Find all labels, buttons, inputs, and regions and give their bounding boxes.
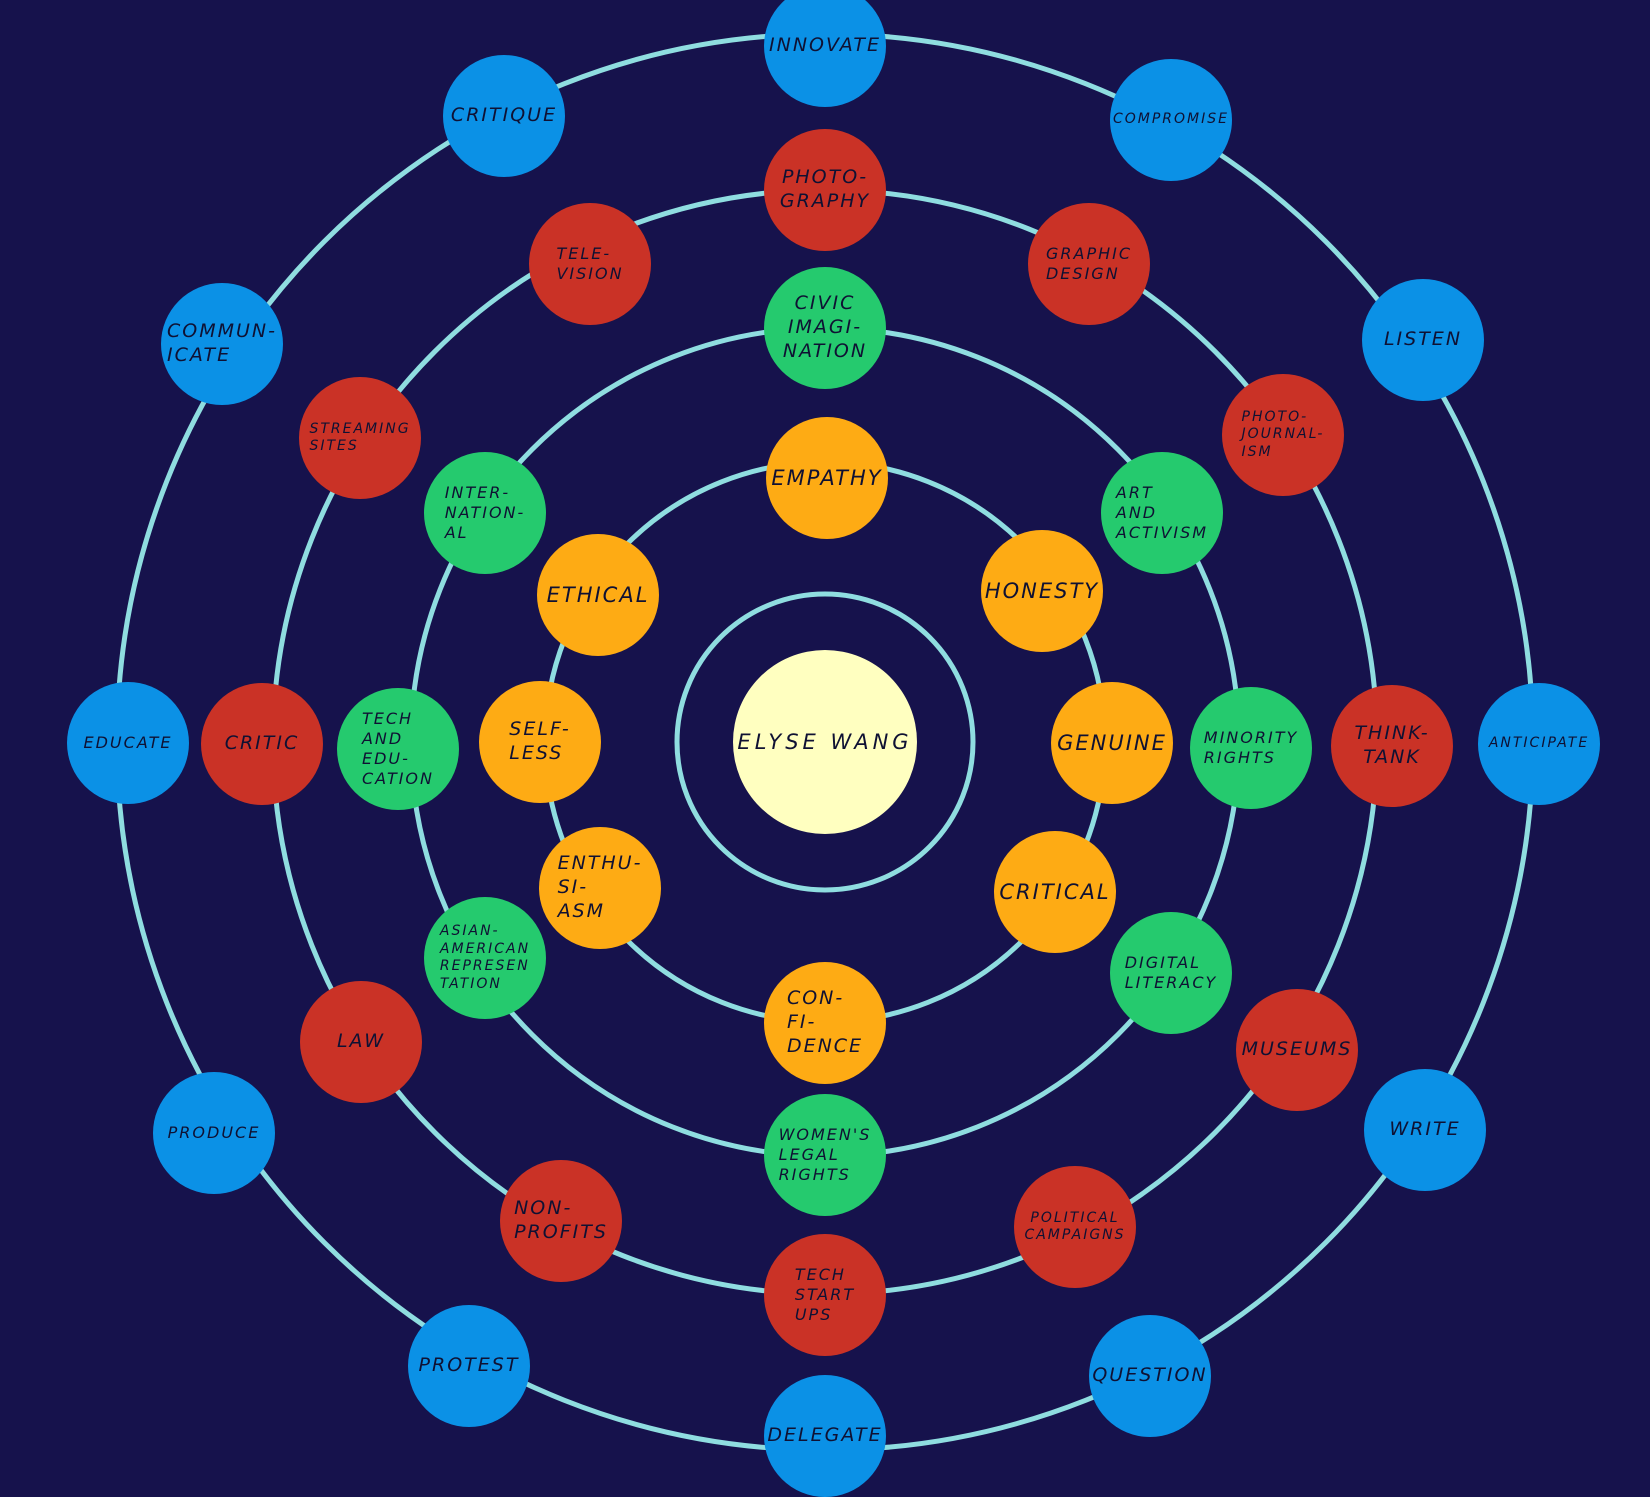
skill-label: INNOVATE	[769, 34, 881, 57]
industry-label: PHOTO- GRAPHY	[779, 166, 871, 212]
topic-node-digital-literacy: DIGITAL LITERACY	[1110, 912, 1232, 1034]
skill-label: PRODUCE	[167, 1123, 261, 1142]
center-name-node: ELYSE WANG	[733, 650, 917, 834]
value-node-confidence: CON- FI- DENCE	[764, 962, 886, 1084]
skill-node-innovate: INNOVATE	[764, 0, 886, 107]
topic-node-womens-legal-rights: WOMEN'S LEGAL RIGHTS	[764, 1094, 886, 1216]
topic-label: INTER- NATION- AL	[444, 483, 526, 542]
industry-label: Museums	[1241, 1038, 1353, 1061]
skill-node-compromise: COMPROMISE	[1110, 59, 1232, 181]
industry-label: CRITIC	[224, 732, 300, 755]
skill-label: COMPROMISE	[1112, 111, 1229, 128]
value-node-critical: CRITICAL	[994, 831, 1116, 953]
skill-node-write: WRITE	[1364, 1069, 1486, 1191]
topic-label: WOMEN'S LEGAL RIGHTS	[778, 1125, 872, 1184]
skill-label: PROTEST	[418, 1354, 520, 1377]
topic-node-civic-imagination: CIVIC IMAGI- NATION	[764, 267, 886, 389]
skill-node-question: QUESTION	[1089, 1315, 1211, 1437]
industry-node-nonprofits: NON- PROFITS	[500, 1160, 622, 1282]
industry-node-streaming-sites: Streaming sites	[299, 377, 421, 499]
industry-node-graphic-design: GRAPHIC DESIGN	[1028, 203, 1150, 325]
industry-label: LAW	[336, 1030, 386, 1053]
value-label: ETHICAL	[546, 582, 650, 607]
industry-node-political-campaigns: POLITICAL CAMPAIGNS	[1014, 1166, 1136, 1288]
center-name-label: ELYSE WANG	[737, 729, 913, 754]
industry-node-tech-startups: Tech start ups	[764, 1234, 886, 1356]
industry-label: THINK- TANK	[1354, 722, 1430, 768]
industry-node-museums: Museums	[1236, 989, 1358, 1111]
skill-label: WRITE	[1389, 1118, 1461, 1141]
topic-label: CIVIC IMAGI- NATION	[782, 292, 868, 362]
value-label: CRITICAL	[999, 879, 1111, 904]
value-label: EMPATHY	[771, 465, 883, 490]
value-label: ENTHU- SI- ASM	[557, 852, 643, 922]
industry-label: Tech start ups	[794, 1265, 856, 1324]
industry-label: Streaming sites	[309, 420, 411, 455]
value-label: HONESTY	[984, 578, 1100, 603]
skill-label: LISTEN	[1383, 328, 1463, 351]
skill-node-critique: CRITIQUE	[443, 55, 565, 177]
industry-label: NON- PROFITS	[514, 1197, 608, 1243]
topic-label: MINORITY RIGHTS	[1203, 728, 1299, 767]
skill-label: CRITIQUE	[450, 104, 558, 127]
industry-node-think-tank: THINK- TANK	[1331, 685, 1453, 807]
skill-label: Commun- icate	[167, 320, 277, 366]
value-node-empathy: EMPATHY	[766, 417, 888, 539]
value-node-ethical: ETHICAL	[537, 534, 659, 656]
skill-label: QUESTION	[1092, 1364, 1208, 1387]
industry-node-law: LAW	[300, 981, 422, 1103]
orbit-ring-1	[674, 591, 976, 893]
industry-node-photography: PHOTO- GRAPHY	[764, 129, 886, 251]
value-node-enthusiasm: ENTHU- SI- ASM	[539, 827, 661, 949]
skill-label: EDUCATE	[83, 733, 173, 752]
industry-node-critic: CRITIC	[201, 683, 323, 805]
value-node-genuine: GENUINE	[1051, 682, 1173, 804]
topic-node-art-and-activism: ART AND ACTIVISM	[1101, 452, 1223, 574]
skill-label: DELEGATE	[767, 1424, 883, 1447]
skill-node-protest: PROTEST	[408, 1305, 530, 1427]
skill-node-delegate: DELEGATE	[764, 1375, 886, 1497]
topic-node-asian-american-representation: ASIAN- AMERICAN REPRESEN TATION	[424, 897, 546, 1019]
skill-node-educate: EDUCATE	[67, 682, 189, 804]
topic-node-tech-and-education: TECH AND EDU- CATION	[337, 688, 459, 810]
industry-label: PHOTO- JOURNAL- ISM	[1241, 408, 1325, 460]
topic-node-minority-rights: MINORITY RIGHTS	[1190, 687, 1312, 809]
topic-label: ART AND ACTIVISM	[1115, 483, 1209, 542]
skill-node-anticipate: ANTICIPATE	[1478, 683, 1600, 805]
topic-node-international: INTER- NATION- AL	[424, 452, 546, 574]
value-label: SELF- LESS	[509, 718, 571, 764]
skill-label: ANTICIPATE	[1488, 735, 1590, 752]
topic-label: TECH AND EDU- CATION	[361, 709, 434, 788]
value-node-selfless: SELF- LESS	[479, 681, 601, 803]
value-node-honesty: HONESTY	[981, 530, 1103, 652]
industry-node-television: TELE- VISION	[529, 203, 651, 325]
value-label: CON- FI- DENCE	[786, 987, 864, 1057]
skill-node-listen: LISTEN	[1362, 279, 1484, 401]
industry-label: GRAPHIC DESIGN	[1045, 244, 1133, 283]
industry-label: POLITICAL CAMPAIGNS	[1024, 1209, 1126, 1244]
topic-label: DIGITAL LITERACY	[1124, 953, 1218, 992]
topic-label: ASIAN- AMERICAN REPRESEN TATION	[439, 923, 531, 992]
skill-node-communicate: Commun- icate	[161, 283, 283, 405]
skill-node-produce: PRODUCE	[153, 1072, 275, 1194]
value-label: GENUINE	[1057, 730, 1167, 755]
industry-label: TELE- VISION	[556, 244, 624, 283]
industry-node-photojournalism: PHOTO- JOURNAL- ISM	[1222, 374, 1344, 496]
